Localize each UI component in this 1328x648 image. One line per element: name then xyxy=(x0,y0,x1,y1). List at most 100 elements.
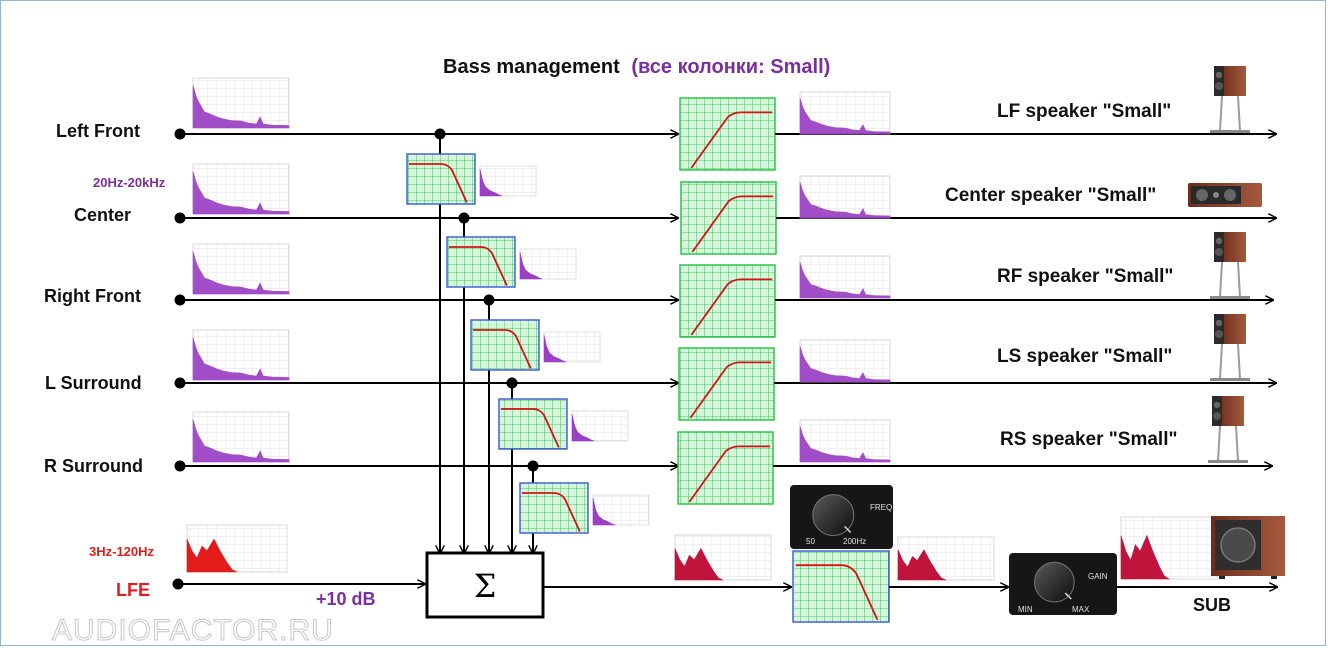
speaker-icon-ls-cabinet xyxy=(1220,314,1246,344)
output-label-ls: LS speaker "Small" xyxy=(997,346,1172,367)
input-label-center: Center xyxy=(74,205,131,225)
sum-spectrum xyxy=(674,534,772,581)
speaker-icon-rf-stand-post-l xyxy=(1219,261,1223,298)
output-label-lf: LF speaker "Small" xyxy=(997,101,1171,122)
speaker-icon-rs-baffle xyxy=(1212,396,1222,426)
speaker-icon-rf-baffle xyxy=(1214,232,1224,262)
lowpass-filter-r-surround-curve xyxy=(522,492,581,532)
highpass-filter-center xyxy=(680,181,777,255)
speaker-icon-center xyxy=(1188,183,1262,207)
highpass-filter-right-front xyxy=(679,264,776,338)
input-spectrum-lfe xyxy=(186,524,288,573)
lowpass-filter-l-surround-curve xyxy=(501,408,560,448)
sub-lowpass-filter-curve xyxy=(795,564,879,621)
lowpass-filter-l-surround xyxy=(498,398,568,450)
lowpass-spectrum-center xyxy=(519,248,577,280)
output-spectrum-l-surround-shape xyxy=(799,346,891,383)
speaker-icon-rs-tweeter xyxy=(1213,401,1221,409)
lowpass-filter-left-front-box xyxy=(406,153,476,205)
crossover-knob-label: FREQ xyxy=(870,503,892,512)
input-spectrum-l-surround xyxy=(192,329,290,381)
speaker-icon-rf-tweeter xyxy=(1215,237,1223,245)
highpass-filter-right-front-curve xyxy=(690,278,773,336)
lfe-gain-label: +10 dB xyxy=(316,589,376,609)
input-label-r-surround: R Surround xyxy=(44,456,143,476)
speaker-icon-rs-stand-base xyxy=(1208,460,1248,463)
output-spectrum-right-front xyxy=(799,255,891,299)
highpass-filter-right-front-box xyxy=(679,264,776,338)
output-spectrum-left-front xyxy=(799,91,891,135)
speaker-icon-center-tweeter xyxy=(1213,192,1219,198)
output-label-rs: RS speaker "Small" xyxy=(1000,429,1178,450)
crossover-knob-min-label: 50 xyxy=(806,537,815,546)
lowpass-spectrum-r-surround xyxy=(592,494,650,526)
input-spectrum-r-surround-shape xyxy=(192,419,290,463)
crossover-knob-pointer xyxy=(843,525,852,534)
input-label-l-surround: L Surround xyxy=(45,373,142,393)
filtered-sub-spectrum-shape xyxy=(897,549,947,581)
highpass-filter-r-surround-box xyxy=(677,431,774,505)
highpass-filter-left-front xyxy=(679,97,776,171)
input-spectrum-center xyxy=(192,163,290,215)
highpass-filter-l-surround xyxy=(678,347,775,421)
title-main: Bass management xyxy=(443,56,620,78)
lowpass-filter-right-front-curve xyxy=(473,329,532,369)
sub-output-spectrum xyxy=(1120,516,1218,580)
input-spectrum-lfe-shape xyxy=(186,538,238,573)
lowpass-filter-left-front xyxy=(406,153,476,205)
speaker-icon-ls xyxy=(1210,314,1250,381)
speaker-icon-rs-cabinet xyxy=(1218,396,1244,426)
gain-knob-label: GAIN xyxy=(1088,572,1108,581)
output-spectrum-r-surround xyxy=(799,419,891,463)
output-spectrum-center xyxy=(799,175,891,219)
lowpass-spectrum-r-surround-shape xyxy=(592,497,616,526)
subwoofer-icon-driver xyxy=(1220,527,1256,563)
lowpass-spectrum-l-surround-shape xyxy=(571,413,595,442)
input-spectrum-right-front-shape xyxy=(192,251,290,295)
highpass-filter-l-surround-curve xyxy=(689,361,772,419)
output-spectrum-left-front-shape xyxy=(799,98,891,135)
speaker-icon-center-woofer-r xyxy=(1224,189,1236,201)
highpass-filter-left-front-box xyxy=(679,97,776,171)
input-spectrum-left-front-shape xyxy=(192,85,290,129)
highpass-filter-l-surround-box xyxy=(678,347,775,421)
speaker-icon-lf-stand-post-r xyxy=(1237,95,1241,132)
speaker-icon-ls-baffle xyxy=(1214,314,1224,344)
speaker-icon-lf-stand-base xyxy=(1210,130,1250,133)
diagram-title: Bass management (все колонки: Small) xyxy=(443,56,830,78)
lowpass-spectrum-left-front xyxy=(479,165,537,197)
input-label-right-front: Right Front xyxy=(44,286,141,306)
filtered-sub-spectrum xyxy=(897,536,995,581)
lowpass-filter-right-front xyxy=(470,319,540,371)
speaker-icon-rs-woofer xyxy=(1213,412,1221,420)
speaker-icon-center-woofer-l xyxy=(1196,189,1208,201)
output-spectrum-l-surround xyxy=(799,339,891,383)
lowpass-filter-center-curve xyxy=(449,246,508,286)
speaker-icon-rf-woofer xyxy=(1215,248,1223,256)
gain-knob-min-label: MIN xyxy=(1018,605,1033,614)
speaker-icon-rf-cabinet xyxy=(1220,232,1246,262)
highpass-filter-r-surround xyxy=(677,431,774,505)
speaker-icon-rf-stand-base xyxy=(1210,296,1250,299)
highpass-filter-center-box xyxy=(680,181,777,255)
lowpass-spectrum-left-front-shape xyxy=(479,168,503,197)
input-spectrum-left-front xyxy=(192,77,290,129)
subwoofer-icon-foot-l xyxy=(1219,576,1225,579)
speaker-icon-ls-woofer xyxy=(1215,330,1223,338)
input-spectrum-center-shape xyxy=(192,171,290,215)
crossover-knob-dial xyxy=(812,494,855,537)
speaker-icon-rf xyxy=(1210,232,1250,299)
speaker-icon-ls-tweeter xyxy=(1215,319,1223,327)
speaker-icon-rs-stand-post-l xyxy=(1217,425,1221,462)
output-label-center: Center speaker "Small" xyxy=(945,185,1156,206)
speaker-icon-lf-cabinet xyxy=(1220,66,1246,96)
subwoofer-icon-foot-r xyxy=(1271,576,1277,579)
output-spectrum-r-surround-shape xyxy=(799,426,891,463)
lowpass-spectrum-center-shape xyxy=(519,251,543,280)
subwoofer-icon xyxy=(1211,516,1285,579)
speaker-icon-lf-baffle xyxy=(1214,66,1224,96)
